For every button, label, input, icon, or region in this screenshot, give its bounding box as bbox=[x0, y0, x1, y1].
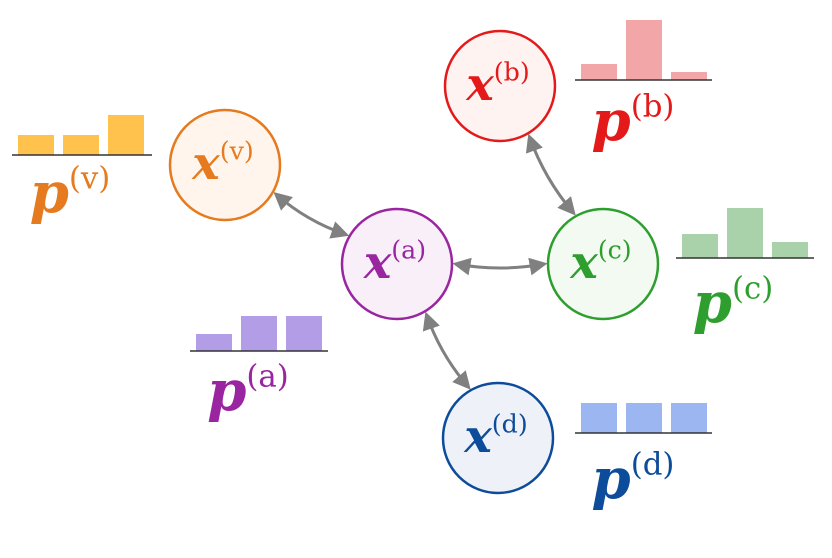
node-d-label-base: x bbox=[463, 409, 492, 463]
distribution-c: p(c) bbox=[676, 208, 814, 336]
distribution-a-bar-2 bbox=[241, 316, 277, 351]
distribution-d-label-superscript: (d) bbox=[631, 446, 675, 482]
node-a-label: x(a) bbox=[363, 235, 426, 289]
distribution-b-label-base: p bbox=[592, 88, 631, 154]
node-b-label: x(b) bbox=[465, 57, 529, 111]
edge-b-c bbox=[525, 133, 576, 216]
distribution-a-label-base: p bbox=[207, 358, 246, 424]
distribution-b: p(b) bbox=[575, 20, 712, 154]
distribution-b-bar-3 bbox=[671, 72, 707, 80]
node-b-circle bbox=[443, 29, 557, 143]
node-b-label-superscript: (b) bbox=[494, 58, 530, 87]
node-d-label: x(d) bbox=[463, 409, 527, 463]
distribution-v-bar-1 bbox=[18, 135, 54, 155]
distribution-v-bar-2 bbox=[63, 135, 99, 155]
distribution-c-bar-1 bbox=[682, 234, 718, 258]
edge-a-d bbox=[422, 311, 471, 390]
distribution-c-bar-2 bbox=[727, 208, 763, 258]
distribution-a-label-superscript: (a) bbox=[246, 358, 288, 394]
distribution-d-bar-3 bbox=[671, 403, 707, 433]
distribution-c-label-superscript: (c) bbox=[732, 270, 773, 306]
distribution-d: p(d) bbox=[575, 403, 712, 512]
distribution-b-bar-1 bbox=[581, 64, 617, 80]
distribution-a-bar-3 bbox=[286, 316, 322, 351]
node-d-label-superscript: (d) bbox=[492, 410, 528, 439]
node-b: x(b) bbox=[443, 29, 557, 143]
distribution-d-label-base: p bbox=[592, 446, 631, 512]
node-b-label-base: x bbox=[465, 57, 494, 111]
distribution-a-bar-1 bbox=[196, 334, 232, 351]
distribution-d-label: p(d) bbox=[592, 446, 675, 512]
distribution-a: p(a) bbox=[190, 316, 328, 424]
distribution-v-bar-3 bbox=[108, 115, 144, 155]
node-d: x(d) bbox=[441, 381, 555, 495]
node-v-circle bbox=[168, 108, 282, 222]
node-c: x(c) bbox=[546, 207, 660, 321]
distribution-c-label-base: p bbox=[693, 270, 732, 336]
node-c-label-base: x bbox=[569, 235, 598, 289]
distribution-v-label-base: p bbox=[30, 160, 69, 226]
distribution-b-label: p(b) bbox=[592, 88, 675, 154]
distribution-b-label-superscript: (b) bbox=[631, 88, 675, 124]
distribution-d-bar-2 bbox=[626, 403, 662, 433]
distributions-layer: p(v)p(a)p(b)p(c)p(d) bbox=[12, 20, 814, 512]
node-a-circle bbox=[340, 207, 454, 321]
node-c-label-superscript: (c) bbox=[598, 236, 632, 265]
node-d-circle bbox=[441, 381, 555, 495]
node-v-label-base: x bbox=[191, 136, 220, 190]
node-c-label: x(c) bbox=[569, 235, 631, 289]
node-a-label-base: x bbox=[363, 235, 392, 289]
edge-v-a bbox=[273, 192, 350, 239]
distribution-a-label: p(a) bbox=[207, 358, 289, 424]
edges-layer bbox=[273, 133, 576, 390]
node-c-circle bbox=[546, 207, 660, 321]
node-a-label-superscript: (a) bbox=[391, 236, 426, 265]
edge-a-c bbox=[452, 257, 548, 276]
distribution-c-bar-3 bbox=[772, 242, 808, 258]
node-v: x(v) bbox=[168, 108, 282, 222]
distribution-v: p(v) bbox=[12, 115, 152, 226]
distribution-c-label: p(c) bbox=[693, 270, 773, 336]
distribution-v-label: p(v) bbox=[30, 160, 111, 226]
distribution-d-bar-1 bbox=[581, 403, 617, 433]
nodes-layer: x(v)x(a)x(b)x(c)x(d) bbox=[168, 29, 660, 495]
distribution-v-label-superscript: (v) bbox=[69, 160, 110, 196]
distribution-b-bar-2 bbox=[626, 20, 662, 80]
node-v-label: x(v) bbox=[191, 136, 253, 190]
node-v-label-superscript: (v) bbox=[220, 137, 254, 166]
node-a: x(a) bbox=[340, 207, 454, 321]
